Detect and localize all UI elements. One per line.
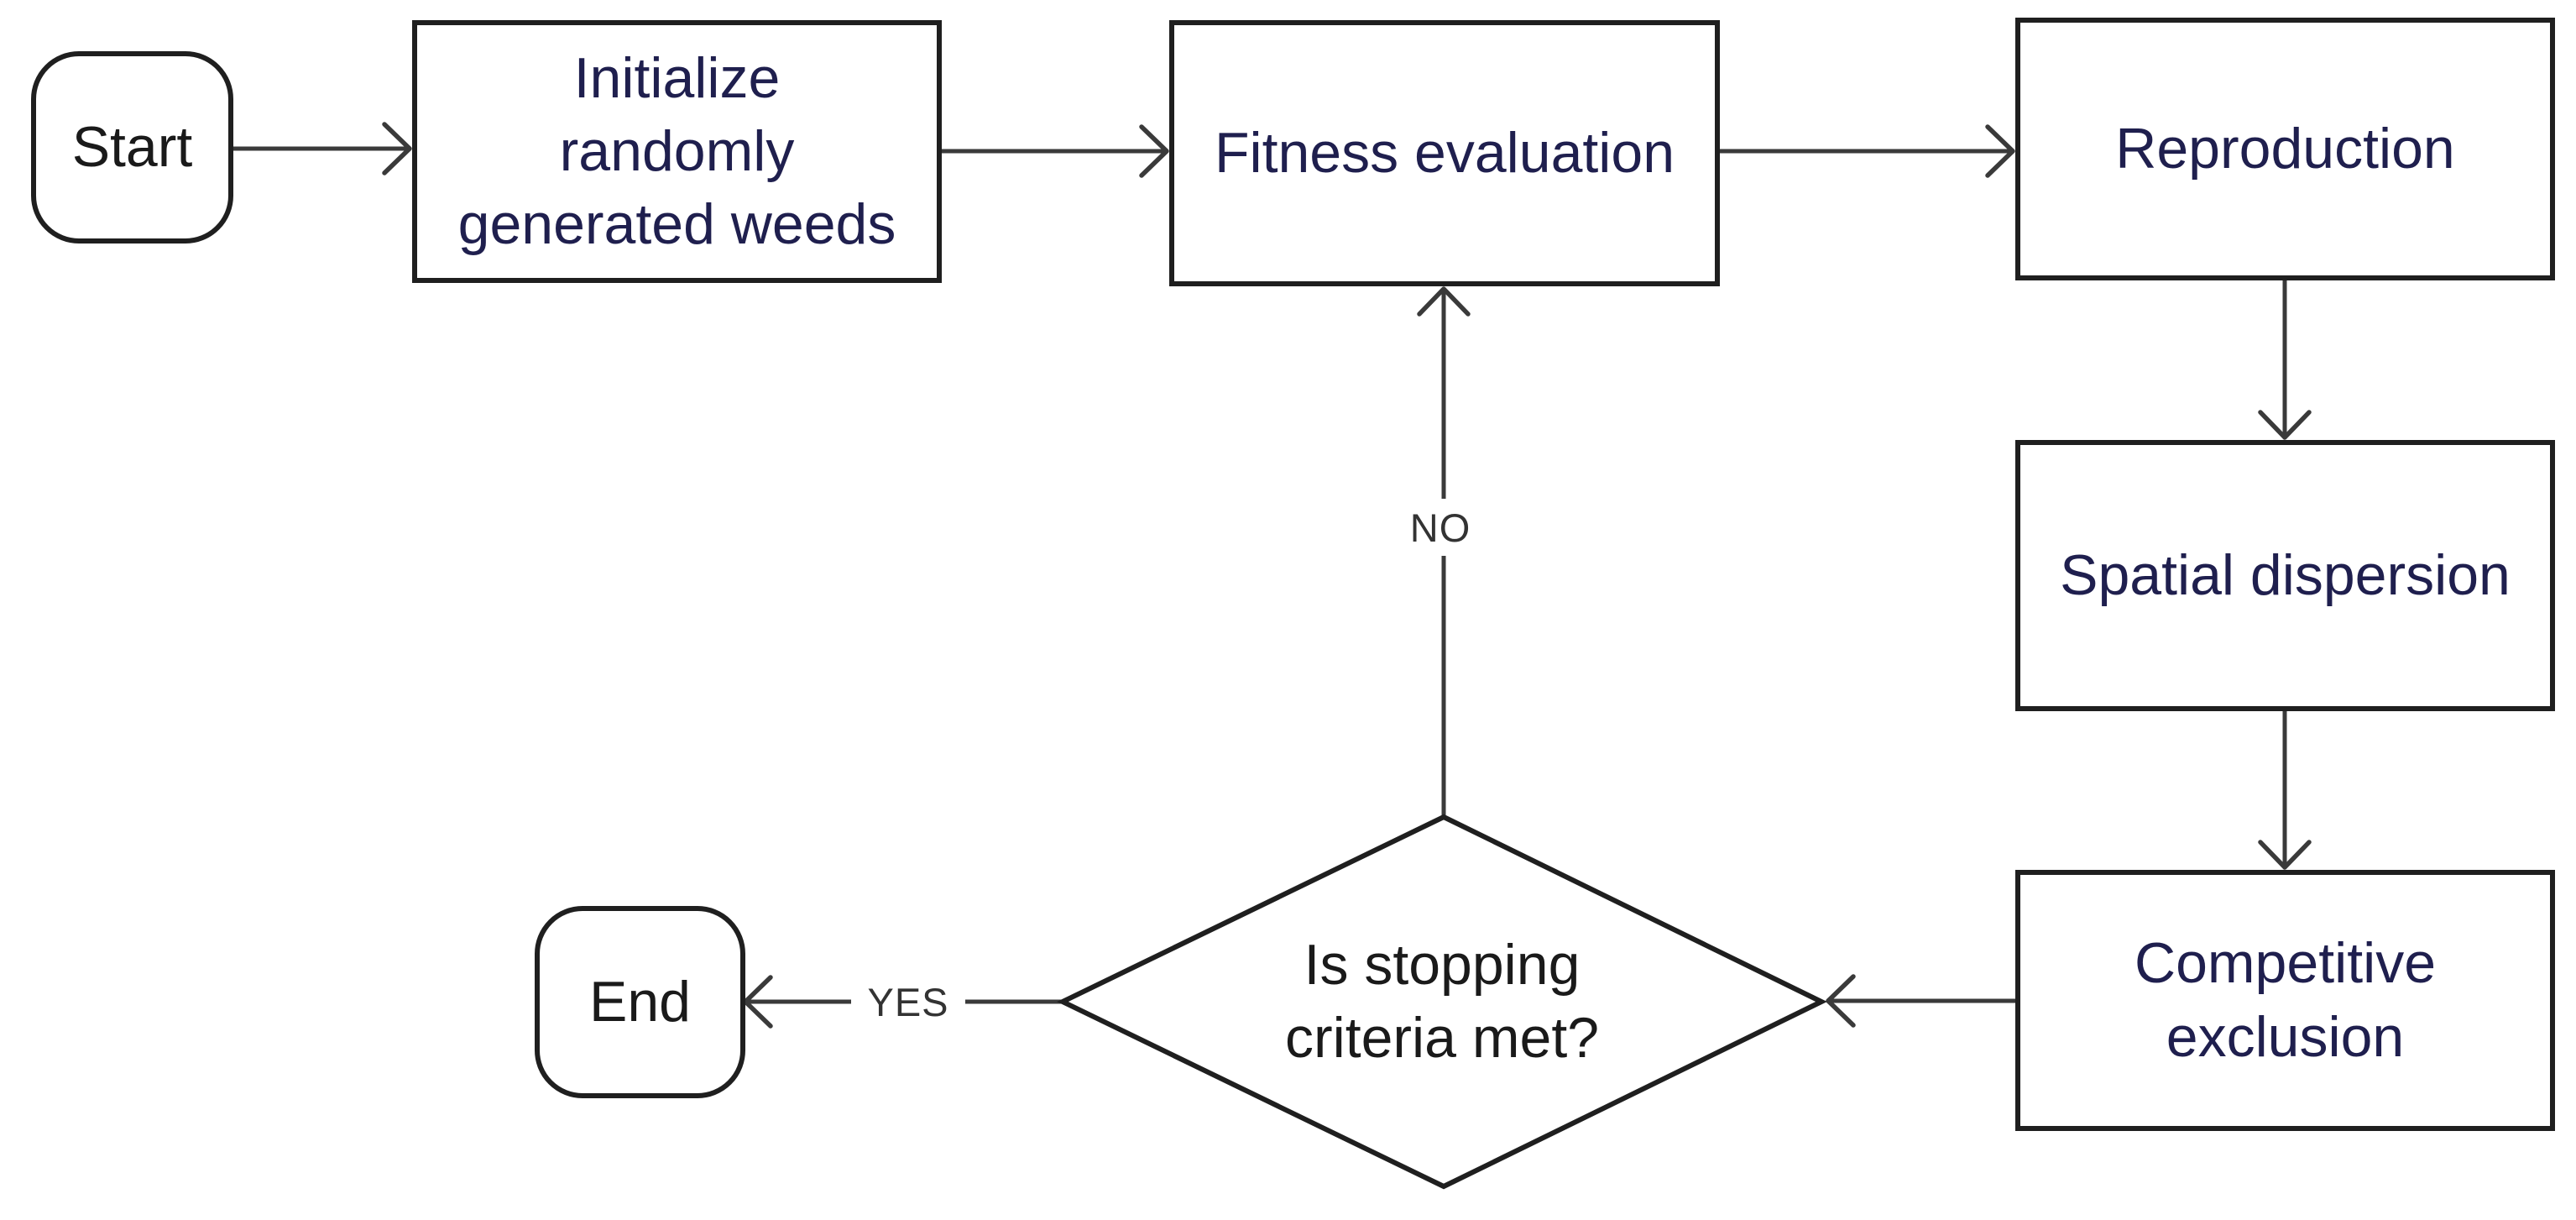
initialize-node-shape xyxy=(412,20,942,283)
start-node-shape xyxy=(31,51,233,243)
reproduction-node-shape xyxy=(2015,18,2555,280)
end-node-shape xyxy=(535,906,745,1098)
spatial-node-shape xyxy=(2015,440,2555,711)
decision-diamond-shape xyxy=(1057,814,1827,1190)
competitive-node-shape xyxy=(2015,870,2555,1131)
fitness-node-shape xyxy=(1169,20,1720,286)
